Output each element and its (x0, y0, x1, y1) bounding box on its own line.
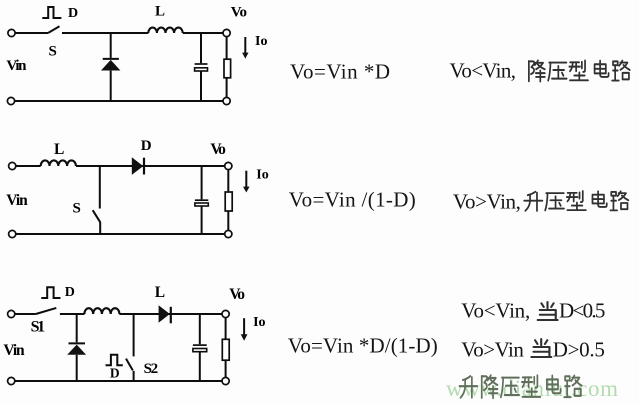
svg-text:Vo=Vin *D/(1-D): Vo=Vin *D/(1-D) (288, 333, 438, 357)
svg-text:Vo: Vo (231, 4, 247, 20)
svg-text:D: D (65, 285, 75, 300)
svg-text:Io: Io (255, 34, 267, 49)
svg-text:D: D (141, 138, 152, 154)
svg-text:D>0.5: D>0.5 (553, 338, 605, 362)
svg-text:Vin: Vin (6, 58, 27, 74)
svg-text:L: L (155, 3, 165, 19)
svg-text:S: S (73, 200, 81, 216)
svg-text:Vo<Vin,: Vo<Vin, (461, 299, 530, 323)
svg-text:Vo=Vin /(1-D): Vo=Vin /(1-D) (289, 187, 416, 211)
svg-text:Vo>Vin,: Vo>Vin, (453, 189, 521, 213)
svg-text:Vin: Vin (3, 342, 25, 359)
svg-text:L: L (54, 141, 64, 158)
svg-text:Vo: Vo (229, 286, 245, 303)
svg-text:S: S (49, 44, 57, 60)
svg-text:S2: S2 (144, 361, 159, 377)
svg-text:D<0.5: D<0.5 (559, 299, 605, 323)
svg-text:Vo>Vin: Vo>Vin (461, 338, 524, 362)
svg-text:Vo: Vo (210, 141, 226, 158)
svg-text:S1: S1 (31, 319, 45, 336)
svg-text:Vo<Vin,: Vo<Vin, (450, 58, 517, 82)
svg-text:Vin: Vin (6, 192, 28, 209)
svg-text:Io: Io (253, 315, 265, 330)
svg-text:Vo=Vin *D: Vo=Vin *D (290, 60, 390, 84)
svg-text:Io: Io (256, 168, 268, 183)
svg-text:L: L (155, 284, 165, 301)
svg-text:D: D (110, 365, 120, 380)
svg-text:D: D (68, 6, 78, 21)
